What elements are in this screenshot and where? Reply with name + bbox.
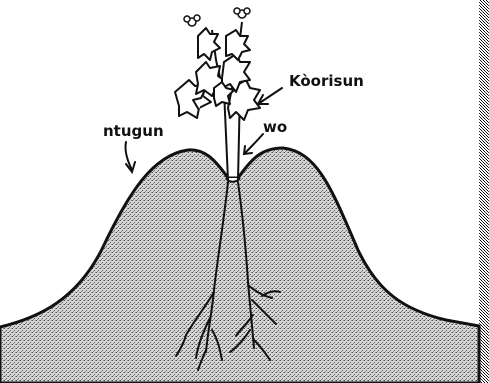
- frame-border-right: [479, 0, 489, 383]
- soil-mound: [0, 148, 479, 383]
- label-wo: wo: [263, 118, 287, 136]
- plant-flowers: [184, 8, 250, 26]
- arrow-wo: [244, 134, 263, 154]
- label-koorisun: Kòorisun: [289, 72, 364, 90]
- plant-leaves: [175, 28, 260, 120]
- label-ntugun: ntugun: [103, 122, 164, 140]
